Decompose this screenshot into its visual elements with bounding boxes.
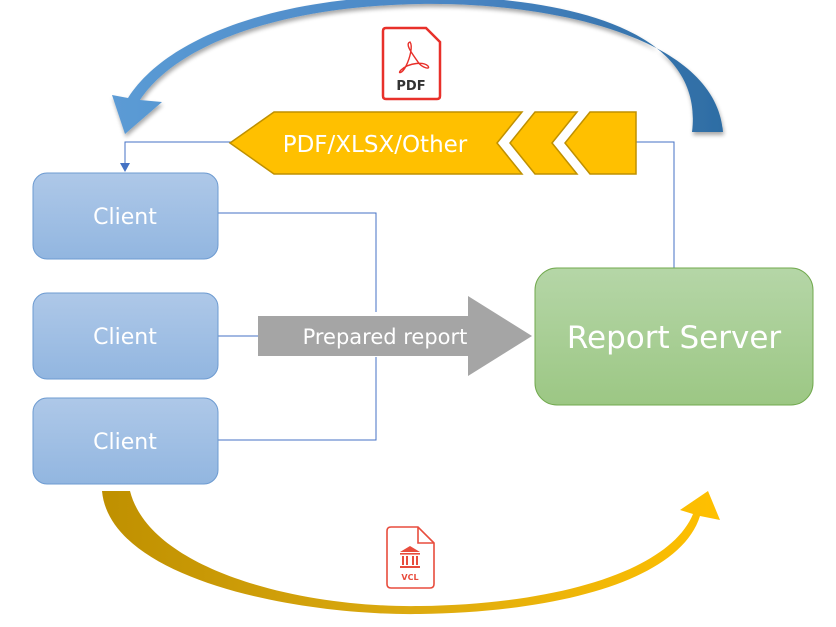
vcl-file-icon: VCL [386,526,435,589]
connector-client3 [218,357,377,441]
report-server-box[interactable]: Report Server [534,267,814,406]
response-arrow-label: PDF/XLSX/Other [283,132,468,158]
chevron-end [564,111,637,175]
connector-client1 [218,212,377,312]
bank-building-icon [400,546,420,568]
client-box[interactable]: Client [32,172,219,260]
connector-arrowhead-icon [120,163,130,172]
client-box[interactable]: Client [32,292,219,380]
connector-server-return [636,141,675,268]
client-label: Client [93,205,157,230]
acrobat-glyph-icon [398,41,430,74]
connectors [124,141,675,441]
report-server-label: Report Server [567,320,782,356]
chevron-main [228,111,524,175]
vcl-icon-caption: VCL [401,573,418,582]
client-box[interactable]: Client [32,397,219,485]
request-arrow-label: Prepared report [303,325,468,349]
response-arrow: PDF/XLSX/Other [228,111,637,175]
client-label: Client [93,430,157,455]
pdf-file-icon: PDF [381,26,442,101]
pdf-icon-caption: PDF [396,79,425,94]
request-arrow: Prepared report [258,296,532,376]
chevron-mid [509,111,579,175]
connector-return-client [124,141,232,164]
client-label: Client [93,325,157,350]
